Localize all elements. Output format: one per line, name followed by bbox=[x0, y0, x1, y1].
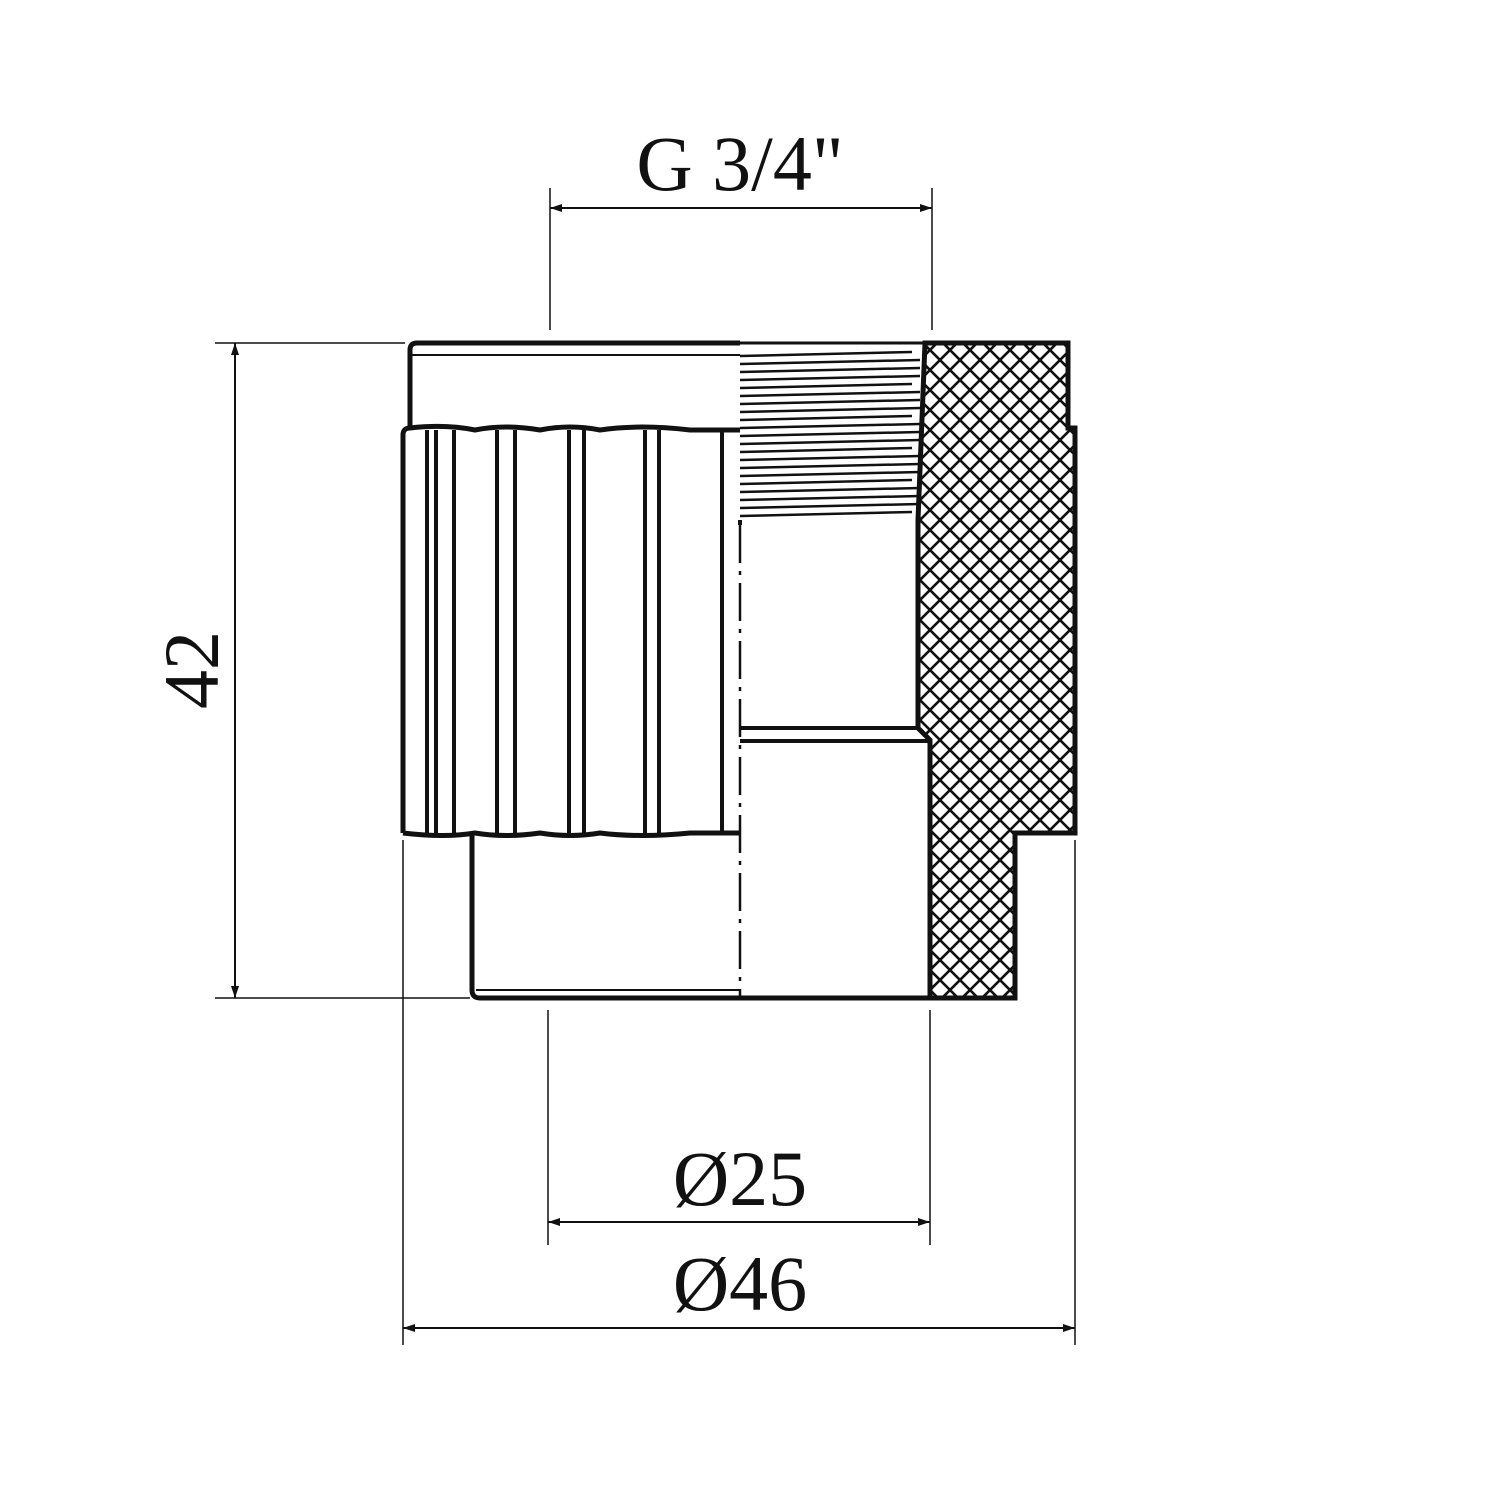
ribbed-nut bbox=[400, 423, 740, 838]
inner-diameter-dimension bbox=[547, 1010, 931, 1245]
thread-line bbox=[739, 438, 921, 446]
top-collar bbox=[407, 340, 925, 428]
outer-diameter-dimension bbox=[402, 840, 1076, 1345]
lower-shank bbox=[469, 833, 930, 1001]
thread-label: G 3/4" bbox=[636, 120, 843, 207]
thread-line bbox=[739, 358, 921, 366]
inner-diameter-label: Ø25 bbox=[673, 1135, 807, 1222]
internal-thread bbox=[739, 350, 921, 518]
thread-line bbox=[739, 366, 921, 374]
height-dimension bbox=[215, 342, 470, 999]
thread-line bbox=[739, 470, 921, 478]
outer-diameter-label: Ø46 bbox=[673, 1240, 807, 1327]
thread-line bbox=[739, 502, 921, 510]
thread-line bbox=[739, 462, 921, 470]
thread-line bbox=[739, 430, 921, 438]
thread-line bbox=[739, 398, 921, 406]
thread-line bbox=[739, 422, 921, 430]
thread-line bbox=[739, 494, 921, 502]
bore-step bbox=[738, 520, 930, 743]
thread-line bbox=[739, 486, 921, 494]
height-label: 42 bbox=[148, 631, 235, 709]
thread-line bbox=[739, 390, 921, 398]
thread-line bbox=[739, 510, 913, 518]
section-hatch bbox=[915, 340, 1078, 1001]
thread-line bbox=[739, 374, 921, 382]
thread-line bbox=[739, 454, 921, 462]
thread-line bbox=[739, 446, 913, 454]
thread-line bbox=[739, 414, 913, 422]
thread-line bbox=[739, 350, 913, 358]
thread-dimension bbox=[549, 188, 933, 330]
thread-line bbox=[739, 406, 921, 414]
thread-line bbox=[739, 478, 913, 486]
thread-line bbox=[739, 382, 913, 390]
